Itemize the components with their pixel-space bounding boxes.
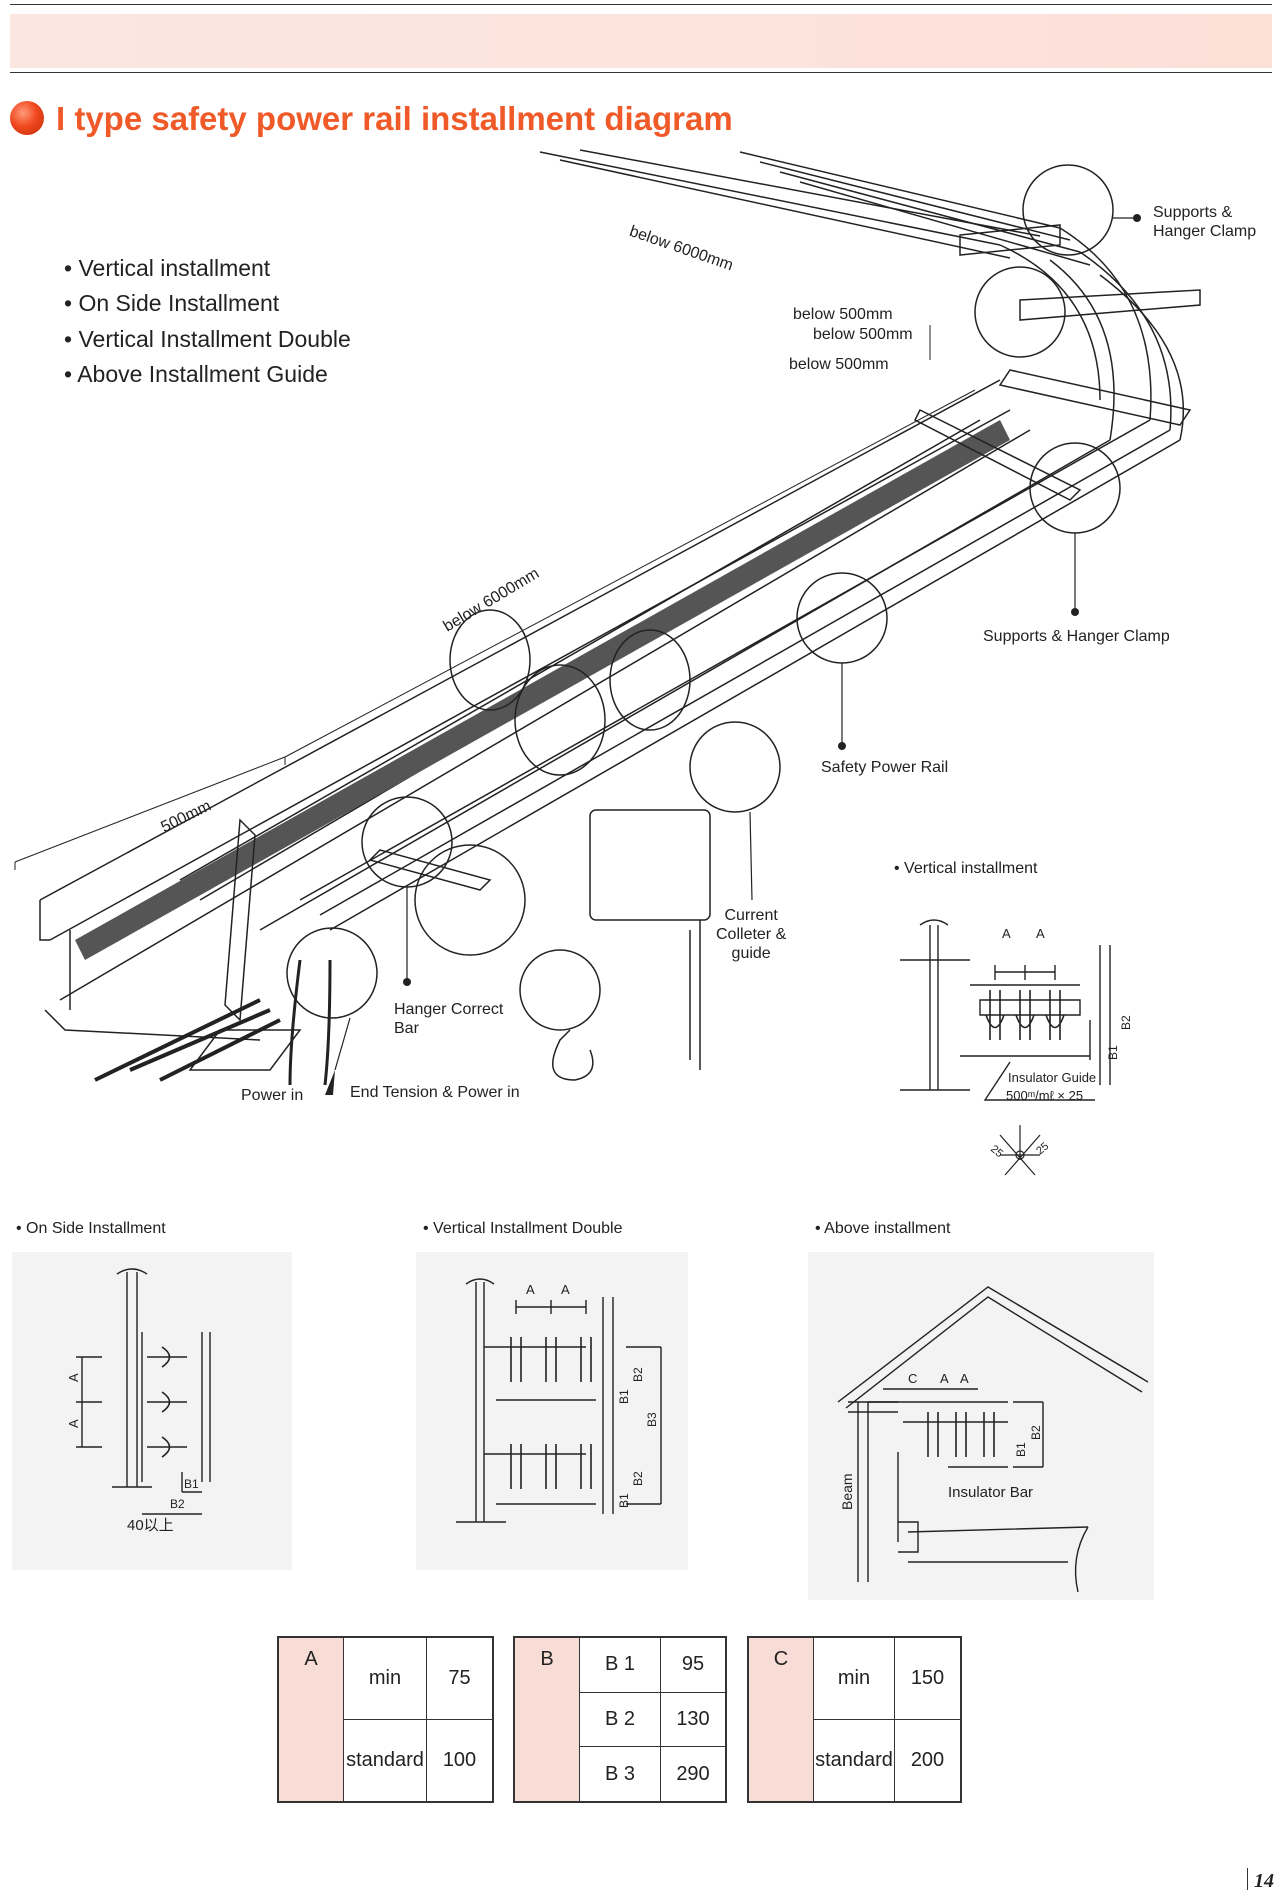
table-cell: standard <box>343 1719 427 1803</box>
bullet-label: Vertical Installment Double <box>78 326 351 352</box>
page-title: I type safety power rail installment dia… <box>56 100 733 137</box>
top-rule <box>10 4 1272 5</box>
table-cell: 130 <box>660 1691 727 1748</box>
bullet-label: Vertical installment <box>78 255 271 281</box>
table-letter: C <box>747 1636 814 1803</box>
vertical-detail-heading: • Vertical installment <box>894 860 1038 877</box>
bullet-item: • Vertical Installment Double <box>64 326 351 352</box>
clearance-note: 40以上 <box>127 1517 174 1534</box>
power-in-label: Power in <box>241 1087 304 1104</box>
end-tension-label: End Tension & Power in <box>350 1084 520 1101</box>
safety-power-rail-label: Safety Power Rail <box>821 759 949 776</box>
supports-clamp-mid-label: Supports & Hanger Clamp <box>983 628 1170 645</box>
on-side-panel <box>12 1252 292 1570</box>
table-cell: 100 <box>426 1719 494 1803</box>
dim-a-left: A <box>940 1371 949 1386</box>
title-bullet-icon <box>10 101 44 135</box>
spec-table-c: C min 150 standard 200 <box>747 1636 962 1803</box>
insulator-guide-label: Insulator Guide <box>1008 1070 1096 1085</box>
table-letter: A <box>277 1636 344 1803</box>
table-letter-text: A <box>304 1648 318 1670</box>
dim-a-right: A <box>1036 926 1045 941</box>
on-side-heading: • On Side Installment <box>16 1220 166 1237</box>
table-letter: B <box>513 1636 580 1803</box>
current-colleter-label: Current Colleter & guide <box>716 906 786 963</box>
above-diagram: C A A B1 B2 Beam Insulator Bar <box>837 1286 1149 1593</box>
label-line: Hanger Correct <box>394 1001 504 1018</box>
double-heading: • Vertical Installment Double <box>423 1220 623 1237</box>
bullet-label: Above Installment Guide <box>77 361 328 387</box>
insulator-bar-label: Insulator Bar <box>948 1484 1033 1501</box>
insulator-spec-label: 500ᵐ/mℓ × 25 <box>1006 1088 1083 1103</box>
dim-b1: B1 <box>1014 1442 1028 1457</box>
on-side-diagram: A A B1 B2 40以上 <box>66 1268 211 1534</box>
bullet-item: • Above Installment Guide <box>64 361 328 387</box>
dim-b2-lower: B2 <box>631 1471 645 1486</box>
table-cell: 75 <box>426 1636 494 1720</box>
label-line: Current <box>724 907 778 924</box>
dim-b2: B2 <box>170 1497 185 1511</box>
double-panel <box>416 1252 688 1570</box>
header-rule <box>10 72 1272 73</box>
label-line: Bar <box>394 1020 419 1037</box>
hanger-correct-label: Hanger Correct Bar <box>394 1000 503 1038</box>
table-letter-text: B <box>540 1648 554 1670</box>
dim-a-right: A <box>960 1371 969 1386</box>
table-cell: B 1 <box>579 1636 661 1693</box>
dim-b1-upper: B1 <box>617 1389 631 1404</box>
table-cell: 200 <box>894 1719 962 1803</box>
dim-a-upper: A <box>66 1373 81 1382</box>
above-panel <box>808 1252 1154 1600</box>
dim-b1-lower: B1 <box>617 1493 631 1508</box>
bullet-item: • On Side Installment <box>64 290 280 316</box>
spec-table-a: A min 75 standard 100 <box>277 1636 494 1803</box>
table-cell: B 2 <box>579 1691 661 1748</box>
double-diagram: A A B1 B2 B3 B1 B2 <box>456 1278 662 1523</box>
dim-b1: B1 <box>1106 1045 1120 1060</box>
below-500-label-3: below 500mm <box>789 356 889 373</box>
label-line: Supports & <box>1153 204 1233 221</box>
table-cell: min <box>343 1636 427 1720</box>
label-line: guide <box>731 945 771 962</box>
dim-b2: B2 <box>1119 1015 1133 1030</box>
spec-table-b: B B 1 95 B 2 130 B 3 290 <box>513 1636 727 1803</box>
dim-b1: B1 <box>184 1477 199 1491</box>
above-heading: • Above installment <box>815 1220 951 1237</box>
table-cell: 150 <box>894 1636 962 1720</box>
bullet-item: • Vertical installment <box>64 255 271 281</box>
vertical-detail-diagram: A A B1 B2 Insulator Guide 500ᵐ/mℓ × 25 2… <box>900 919 1133 1176</box>
beam-label: Beam <box>839 1473 855 1510</box>
table-cell: 290 <box>660 1746 727 1803</box>
table-cell: 95 <box>660 1636 727 1693</box>
table-cell: B 3 <box>579 1746 661 1803</box>
table-cell: min <box>813 1636 895 1720</box>
label-line: Hanger Clamp <box>1153 223 1257 240</box>
supports-clamp-top-label: Supports & Hanger Clamp <box>1153 203 1256 241</box>
below-500-label-2: below 500mm <box>813 326 913 343</box>
below-500-label-1: below 500mm <box>793 306 893 323</box>
installation-diagram <box>14 149 1201 1095</box>
angle-label-left: 25 <box>988 1143 1005 1160</box>
table-cell: standard <box>813 1719 895 1803</box>
dim-b2-upper: B2 <box>631 1367 645 1382</box>
dim-a-left: A <box>1002 926 1011 941</box>
dim-a-left: A <box>526 1282 535 1297</box>
bullet-label: On Side Installment <box>78 290 280 316</box>
dim-b2: B2 <box>1029 1425 1043 1440</box>
page-number: 14 <box>1254 1870 1274 1892</box>
dim-a-lower: A <box>66 1419 81 1428</box>
dim-b3: B3 <box>645 1412 659 1427</box>
page-number-rule <box>1247 1868 1248 1890</box>
dim-c: C <box>908 1371 917 1386</box>
header-band <box>10 14 1272 68</box>
label-line: Colleter & <box>716 926 787 943</box>
dim-a-right: A <box>561 1282 570 1297</box>
table-letter-text: C <box>773 1648 789 1670</box>
